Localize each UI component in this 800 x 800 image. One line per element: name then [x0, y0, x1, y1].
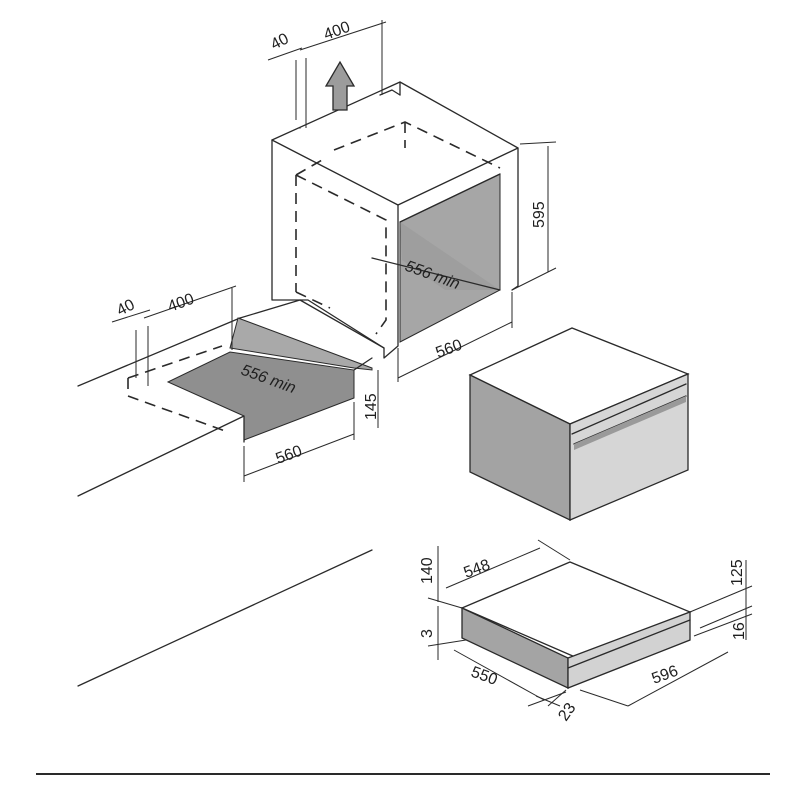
drawer-depth-bottom-label: 550: [469, 664, 500, 689]
upper-width-label: 560: [434, 337, 465, 362]
upper-cavity-floor: [400, 222, 500, 290]
drawer-dimension-lines: [427, 539, 753, 707]
upper-vent-width-label: 400: [322, 19, 353, 44]
upper-cabinet: [271, 81, 519, 359]
appliance-unit: [468, 327, 690, 522]
drawer-width-label: 596: [650, 663, 681, 688]
lower-cavity-floor: [166, 351, 355, 441]
upper-height-label: 595: [531, 201, 548, 228]
countertop-edge-line: [77, 549, 373, 687]
drawer-unit: [460, 561, 692, 690]
drawer-front-thickness-label: 16: [731, 622, 748, 640]
lower-dimension-lines: [111, 285, 379, 482]
drawer-handle-depth-label: 23: [555, 700, 579, 724]
drawer-depth-top-label: 548: [462, 557, 493, 582]
drawer-height-front-label: 125: [729, 559, 746, 586]
lower-vent-width-label: 400: [166, 291, 197, 316]
lower-cabinet: [77, 299, 385, 497]
lower-height-label: 145: [363, 393, 380, 420]
upper-dimension-lines: [267, 20, 557, 382]
up-arrow-icon: [324, 60, 356, 111]
drawer-height-body-label: 140: [419, 557, 436, 584]
lower-width-label: 560: [274, 443, 305, 468]
lower-gap-depth-label: 40: [114, 296, 138, 319]
upper-gap-depth-label: 40: [268, 30, 292, 53]
drawer-front: [567, 611, 691, 689]
drawer-offset-label: 3: [419, 629, 436, 638]
lower-cavity-back: [229, 317, 373, 371]
